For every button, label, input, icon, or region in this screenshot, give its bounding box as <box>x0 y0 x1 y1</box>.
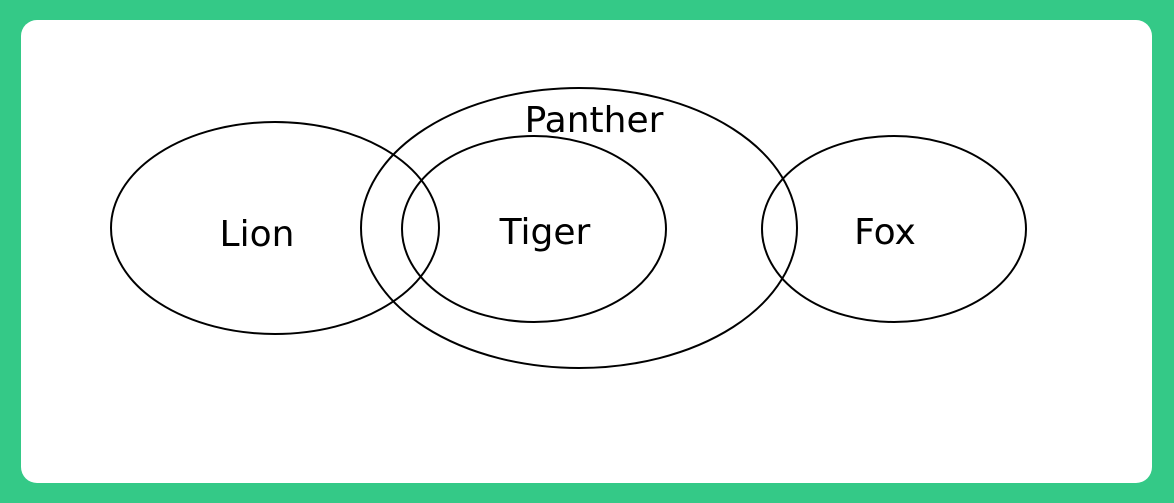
fox-ellipse <box>761 135 1027 323</box>
diagram-card <box>21 20 1152 483</box>
panther-ellipse <box>360 87 798 369</box>
lion-ellipse <box>110 121 440 335</box>
panther-label: Panther <box>525 100 664 141</box>
tiger-label: Tiger <box>499 212 591 253</box>
tiger-ellipse <box>401 135 667 323</box>
fox-label: Fox <box>854 212 916 253</box>
lion-label: Lion <box>220 214 295 255</box>
